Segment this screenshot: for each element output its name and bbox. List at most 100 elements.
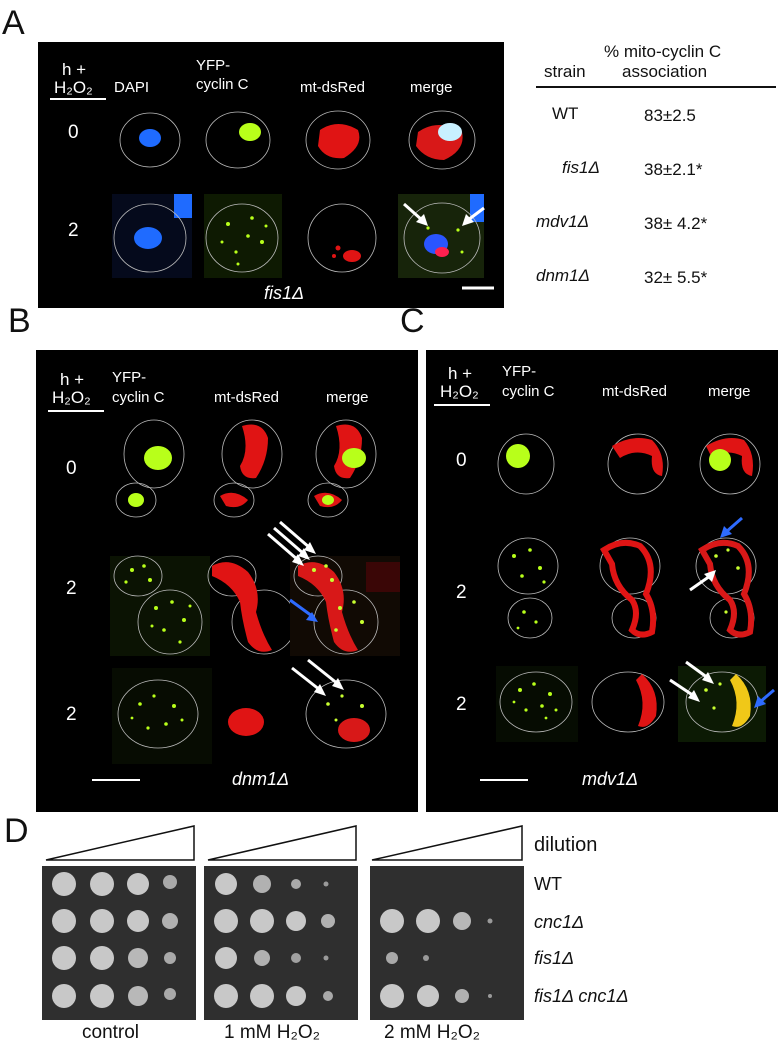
b-r0-merge-cell-2	[307, 482, 349, 518]
b-r2-yfp-puncta	[130, 694, 184, 730]
a-r0-dapi-nucleus	[139, 129, 161, 147]
panel-a-time-underline	[50, 98, 106, 100]
b-r1-white-arrows	[267, 520, 316, 566]
table-row-2-strain: mdv1Δ	[536, 212, 589, 231]
c-r2-yfp-cell	[499, 671, 573, 733]
b-r0-merge-yfp-2	[322, 495, 334, 505]
panel-c-col-merge: merge	[708, 383, 751, 400]
panel-a-col-yfp: YFP-cyclin C	[196, 57, 249, 93]
c-r0-merge-red	[706, 438, 753, 476]
strain-label-wt: WT	[534, 874, 562, 894]
wedge-2mM	[371, 825, 523, 861]
table-row-1-value: 38±2.1*	[644, 160, 703, 179]
panel-b-micrographs	[92, 419, 400, 781]
panel-c-micrographs	[480, 433, 775, 781]
c-r0-dsred-cell	[607, 433, 669, 495]
strain-label-cnc1: cnc1Δ	[534, 912, 585, 932]
c-r2-white-arrows	[669, 660, 714, 702]
table-rule	[536, 86, 776, 88]
b-r2-yfp-cell	[117, 679, 199, 749]
a-r0-yfp-cell	[205, 111, 271, 169]
b-r1-yfp-cell-1	[113, 555, 163, 597]
b-r2-merge-cell	[305, 679, 387, 749]
c-r2-yfp-puncta	[512, 682, 558, 720]
b-r0-yfp-signal-2	[128, 493, 144, 507]
a-r2-merge-puncta	[426, 226, 464, 254]
table-header-value-2: association	[622, 62, 708, 81]
panel-c-col-yfp-1: YFP-	[502, 363, 537, 380]
dilution-label: dilution	[534, 834, 598, 856]
panel-c-strain: mdv1Δ	[582, 769, 639, 789]
b-r2-merge-puncta	[326, 694, 364, 722]
b-r0-dsred-signal-2	[220, 492, 248, 508]
wedge-1mM	[207, 825, 357, 861]
c-r1-merge-red	[698, 539, 755, 638]
panel-a-micrographs	[112, 110, 494, 290]
b-r0-dsred-cell-1	[221, 419, 283, 489]
panel-c-time-underline	[434, 404, 490, 406]
b-r1-merge-edge	[366, 562, 400, 592]
wedge-control	[45, 825, 195, 861]
spots-2mM	[380, 909, 493, 1008]
c-r1-blue-arrow	[720, 516, 743, 538]
strain-label-fis1-cnc1: fis1Δ cnc1Δ	[534, 986, 629, 1006]
a-r2-arrows	[403, 202, 485, 226]
c-r0-dsred-signal	[612, 438, 663, 476]
panel-c-time-label-1: h +	[448, 364, 473, 383]
a-r2-dapi-cell	[113, 203, 187, 273]
panel-b-col-yfp-1: YFP-	[112, 369, 147, 386]
c-r1-dsred-cell-1	[599, 537, 661, 595]
b-r2-dsred-signal	[228, 708, 264, 736]
panel-b-label: B	[8, 302, 31, 340]
c-r0-merge-yfp	[709, 449, 731, 471]
b-r0-dsred-signal-1	[240, 424, 268, 479]
b-r1-yfp-bg	[110, 556, 210, 656]
table-header-strain: strain	[544, 62, 586, 81]
c-r2-dsred-signal	[636, 674, 657, 727]
spot-assay	[52, 872, 493, 1008]
c-r0-yfp-cell	[497, 433, 555, 495]
panel-c-row-2: 2	[456, 694, 467, 715]
condition-label-control: control	[82, 1022, 140, 1043]
b-r2-yfp-bg	[112, 668, 212, 764]
b-r1-dsred-cell-1	[207, 555, 257, 597]
b-r0-yfp-cell-1	[123, 419, 185, 489]
panel-a-label: A	[2, 4, 25, 42]
panel-b-row-2: 2	[66, 704, 77, 725]
a-r2-yfp-puncta	[220, 216, 268, 266]
a-r2-dsred-cell	[307, 203, 377, 273]
a-r0-yfp-signal	[239, 123, 261, 141]
b-r2-merge-red	[338, 718, 370, 742]
c-r2-yfp-bg	[496, 666, 578, 742]
panel-b-image: h + H₂O₂ YFP- cyclin C mt-dsRed merge 0 …	[36, 350, 418, 812]
b-r1-merge-cell-2	[313, 589, 379, 655]
panel-d-label: D	[4, 812, 29, 850]
panel-c-col-dsred: mt-dsRed	[602, 383, 668, 400]
spots-1mM	[214, 873, 335, 1008]
table-row-1-strain: fis1Δ	[562, 158, 600, 177]
c-r2-dsred-cell	[591, 671, 665, 733]
b-r1-merge-puncta	[312, 564, 364, 632]
c-r1-yfp-cell-2	[507, 597, 553, 639]
a-r2-dsred-signal	[332, 245, 361, 262]
c-r1-dsred-signal	[600, 539, 657, 638]
a-r0-dsred-signal	[318, 124, 360, 159]
b-r0-yfp-cell-2	[115, 482, 157, 518]
c-r1-white-arrow	[689, 570, 716, 592]
b-r1-dsred-signal	[212, 562, 272, 652]
panel-b-time-underline	[48, 410, 104, 412]
c-r2-blue-arrow	[754, 688, 775, 708]
table-row-3-value: 32± 5.5*	[644, 268, 708, 287]
panel-a-col-merge: merge	[410, 79, 453, 96]
dilution-wedges	[45, 825, 523, 861]
panel-c-col-yfp-2: cyclin C	[502, 383, 555, 400]
panel-b-strain: dnm1Δ	[232, 769, 290, 789]
a-r2-merge-cell	[403, 202, 481, 274]
a-r0-dapi-cell	[119, 112, 181, 168]
panel-a-row-2: 2	[68, 220, 79, 241]
c-r2-merge-puncta	[704, 682, 722, 710]
table-row-0-strain: WT	[552, 104, 579, 123]
panel-a-strain: fis1Δ	[264, 283, 305, 303]
a-r2-dapi-corner	[174, 194, 192, 218]
panel-b-col-merge: merge	[326, 389, 369, 406]
